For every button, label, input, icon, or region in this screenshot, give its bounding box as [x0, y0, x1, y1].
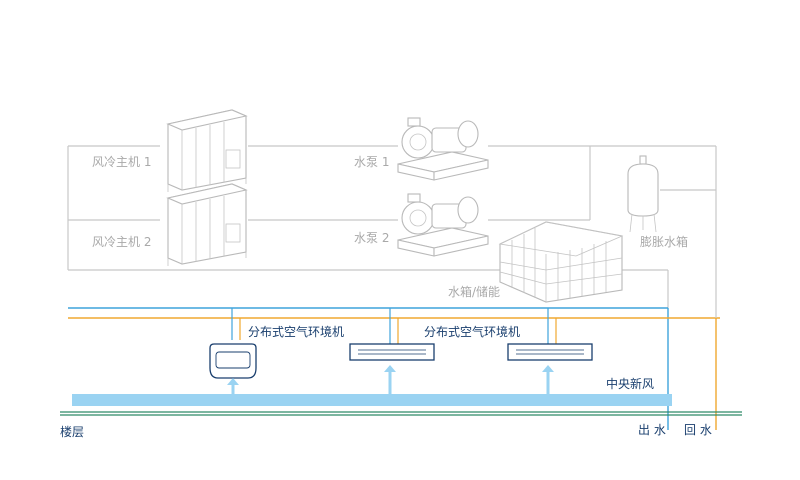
fresh-air-label: 中央新风: [606, 376, 654, 391]
return-water-label: 回 水: [684, 423, 712, 437]
supply-water-label: 出 水: [638, 423, 666, 437]
pump-2-icon: [397, 193, 489, 257]
chiller-2-icon: [166, 183, 248, 266]
ducted-unit-1-icon: [349, 343, 435, 361]
air-flow-arrows: [227, 365, 554, 394]
pump-2-label: 水泵 2: [354, 231, 389, 245]
up-arrow-icon: [384, 365, 396, 372]
up-arrow-icon: [227, 378, 239, 385]
fresh-air-duct: [72, 394, 672, 406]
supply-return-pipes: [68, 307, 720, 430]
pump-1-icon: [397, 117, 489, 181]
chiller-1-icon: [166, 109, 248, 192]
chiller-2-label: 风冷主机 2: [92, 235, 151, 249]
ceiling-cassette-unit-icon: [209, 343, 257, 379]
pump-1-label: 水泵 1: [354, 155, 389, 169]
storage-tank-label: 水箱/储能: [448, 284, 500, 299]
floor-line: [60, 411, 742, 416]
expansion-tank-label: 膨胀水箱: [640, 234, 688, 249]
floor-label: 楼层: [60, 424, 84, 439]
air-unit-label-1: 分布式空气环境机: [248, 324, 344, 339]
expansion-tank-icon: [627, 155, 659, 233]
storage-tank-icon: [498, 221, 624, 303]
chiller-1-label: 风冷主机 1: [92, 155, 151, 169]
up-arrow-icon: [542, 365, 554, 372]
gray-piping: [67, 145, 717, 308]
air-unit-label-2: 分布式空气环境机: [424, 324, 520, 339]
ducted-unit-2-icon: [507, 343, 593, 361]
